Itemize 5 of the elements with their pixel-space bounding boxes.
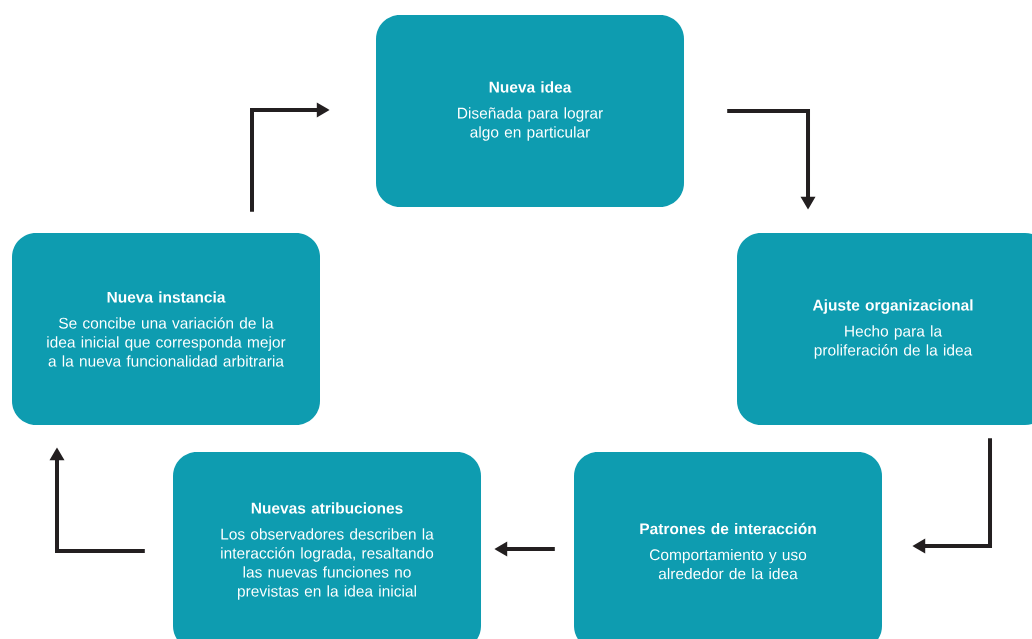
process-box: Nueva instancia Se concibe una variación de la idea inicial que corresponda mejor a la nueva funcionalidad arbitraria: [12, 233, 320, 425]
process-box: Nueva idea Diseñada para lograr algo en particular: [376, 15, 684, 207]
process-box: Nuevas atribuciones Los observadores describen la interacción lograda, resaltando las nuevas funciones no previstas en la idea inicial: [173, 452, 481, 639]
process-box: Patrones de interacción Comportamiento y uso alrededor de la idea: [574, 452, 882, 639]
process-box: Ajuste organizacional Hecho para la proliferación de la idea: [737, 233, 1032, 425]
